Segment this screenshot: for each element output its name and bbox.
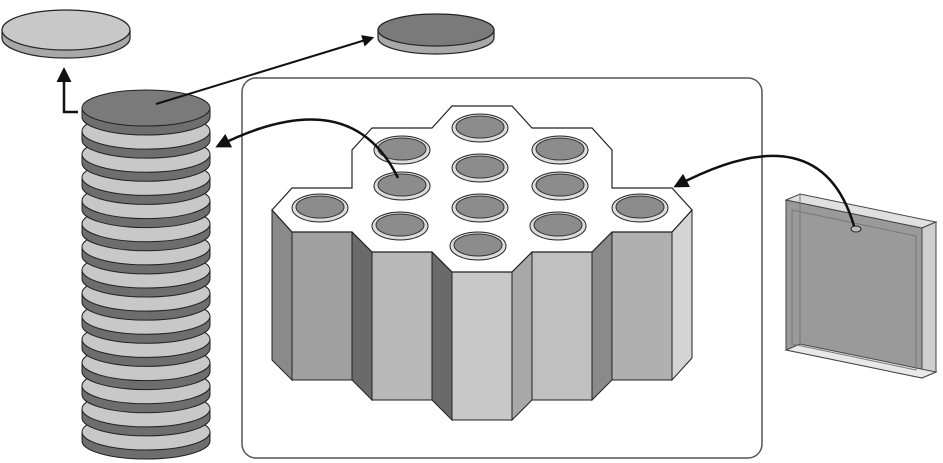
hex-face xyxy=(671,208,693,382)
honeycomb-well xyxy=(451,113,509,143)
honeycomb-well xyxy=(611,193,669,223)
honeycomb-well xyxy=(373,135,431,165)
honeycomb-well xyxy=(451,153,509,183)
honeycomb-well xyxy=(531,135,589,165)
honeycomb-well xyxy=(371,211,429,241)
panel-port xyxy=(850,225,862,233)
hex-face xyxy=(611,231,673,381)
honeycomb-well xyxy=(451,193,509,223)
hex-face xyxy=(351,230,373,402)
hex-face xyxy=(431,250,453,422)
hex-face xyxy=(531,251,593,401)
single-disc-left xyxy=(1,9,131,59)
disc-stack xyxy=(81,89,211,460)
honeycomb-well xyxy=(373,171,431,201)
honeycomb-well xyxy=(449,231,507,261)
honeycomb-wells xyxy=(291,113,669,261)
honeycomb-well xyxy=(529,211,587,241)
hex-face xyxy=(291,231,353,381)
honeycomb-well xyxy=(291,193,349,223)
cell-panel xyxy=(784,193,938,379)
arrow-panel-to-cell xyxy=(673,154,856,227)
arrow-cell-to-stack xyxy=(215,118,400,179)
hex-face xyxy=(371,251,433,401)
single-disc-right xyxy=(377,13,495,55)
hex-face xyxy=(591,230,613,402)
hex-face xyxy=(511,250,533,422)
honeycomb-well xyxy=(531,171,589,201)
arrow-stack-to-top-disc xyxy=(56,67,78,114)
honeycomb-block xyxy=(271,105,693,422)
hex-face xyxy=(271,208,293,382)
arrow-stack-to-right-disc xyxy=(155,35,375,105)
honeycomb-frame xyxy=(241,77,763,459)
hex-face xyxy=(451,271,513,421)
stacked-disc xyxy=(81,89,211,136)
